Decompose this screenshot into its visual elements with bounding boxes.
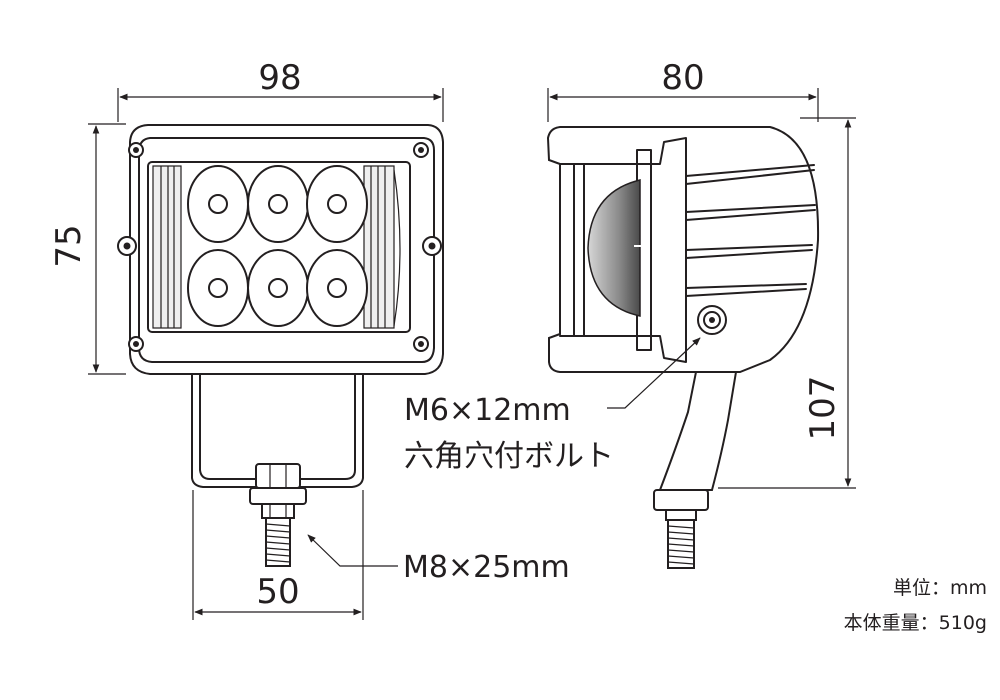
- dimension-lines: [88, 88, 856, 620]
- led-1: [187, 165, 249, 243]
- mount-bolt-size-label: M8×25mm: [403, 550, 570, 585]
- total-height-dimension-label: 107: [803, 376, 843, 441]
- side-hex-bolt: [697, 305, 727, 335]
- side-housing: [546, 126, 820, 373]
- weight-note: 本体重量：510g: [844, 612, 987, 634]
- side-bracket: [658, 371, 738, 491]
- front-mount-bolt: [249, 463, 307, 567]
- leader-lines: [307, 337, 701, 567]
- cooling-fins: [685, 164, 816, 297]
- side-view: [546, 126, 820, 569]
- bracket-width-dimension-label: 50: [256, 572, 299, 612]
- side-reflector: [587, 179, 641, 317]
- left-reflector: [152, 165, 182, 329]
- led-2: [247, 165, 309, 243]
- height-dimension-label: 75: [49, 224, 89, 267]
- led-3: [306, 165, 368, 243]
- led-5: [247, 249, 309, 327]
- unit-note: 単位：mm: [893, 577, 987, 599]
- led-4: [187, 249, 249, 327]
- lens-window: [147, 161, 411, 333]
- side-bolt-size-label: M6×12mm: [404, 393, 571, 428]
- front-view: [117, 124, 444, 567]
- led-array: [187, 165, 368, 327]
- side-mount-bolt: [653, 489, 709, 569]
- side-bolt-type-label: 六角穴付ボルト: [404, 439, 614, 474]
- led-6: [306, 249, 368, 327]
- width-dimension-label: 98: [258, 58, 301, 98]
- depth-dimension-label: 80: [661, 58, 704, 98]
- front-screws: [117, 142, 442, 352]
- right-reflector: [363, 165, 401, 329]
